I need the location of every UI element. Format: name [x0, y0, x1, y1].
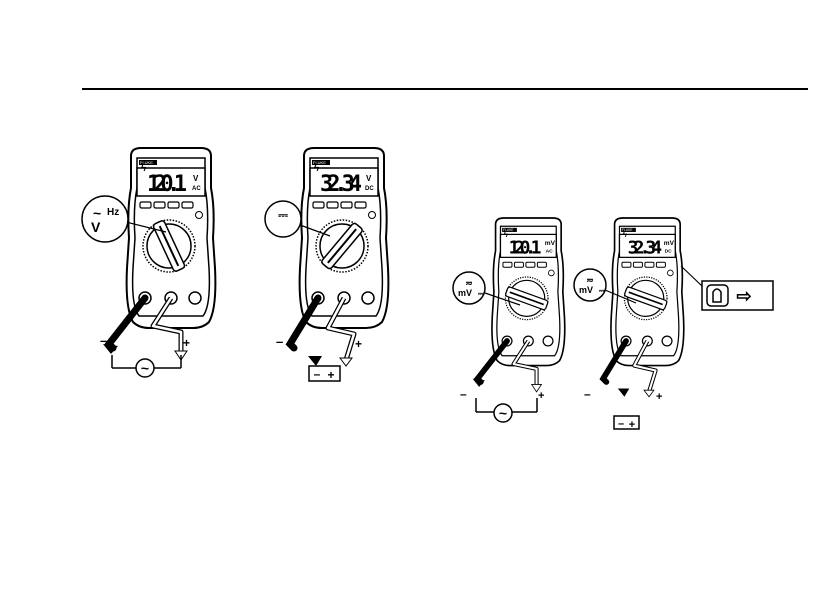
negative-label: –	[584, 387, 591, 401]
circuit-ac-3: ~ – +	[460, 387, 544, 422]
button-press-callout: ⇨	[681, 266, 773, 310]
meter-ac-volts: FLUKE ϟ 120.1 V AC	[103, 148, 215, 360]
lcd-reading: 32.34	[628, 237, 663, 258]
battery-positive: +	[327, 368, 334, 382]
negative-label: –	[276, 334, 283, 349]
dial-unit-label: V	[91, 219, 101, 235]
arrow-right-icon: ⇨	[736, 286, 751, 306]
battery-positive: +	[629, 419, 635, 431]
meter-dc-millivolts: FLUKE ϟ 32.34 mV DC	[603, 218, 684, 397]
ac-source-symbol: ~	[499, 405, 507, 421]
hz-label: Hz	[107, 207, 119, 218]
ac-dc-symbol-icon: ≂	[586, 275, 594, 285]
negative-label: –	[100, 333, 107, 348]
dc-symbol-icon: ⎓	[599, 288, 605, 295]
lcd-reading: 32.34	[320, 172, 362, 197]
lcd-mode: AC	[546, 248, 554, 254]
negative-label: –	[460, 387, 467, 401]
lcd-mode: DC	[665, 248, 673, 254]
lcd-reading: 120.1	[509, 237, 542, 258]
dc-symbol-icon: ⎓	[278, 208, 288, 222]
lcd-mode: AC	[192, 186, 201, 192]
finger-press-icon	[713, 289, 721, 302]
positive-label: +	[656, 391, 662, 403]
positive-label: +	[355, 337, 362, 351]
dial-unit-label: mV	[579, 285, 593, 295]
lcd-unit: V	[193, 174, 199, 183]
battery-negative: –	[314, 367, 321, 381]
positive-label: +	[183, 336, 190, 350]
lcd-reading: 120.1	[147, 172, 187, 197]
lcd-mode: DC	[365, 186, 374, 192]
positive-label: +	[538, 390, 544, 402]
lcd-unit: mV	[664, 240, 675, 247]
dc-symbol-icon: ⎓	[478, 291, 484, 298]
battery-negative: –	[618, 418, 624, 430]
ac-source-symbol: ~	[141, 360, 149, 376]
lcd-unit: V	[366, 174, 372, 183]
dial-unit-label: mV	[458, 288, 472, 298]
meter-dc-volts: FLUKE ϟ 32.34 V DC	[290, 148, 388, 366]
ac-dc-symbol-icon: ≂	[465, 278, 473, 288]
lcd-unit: mV	[545, 240, 556, 247]
